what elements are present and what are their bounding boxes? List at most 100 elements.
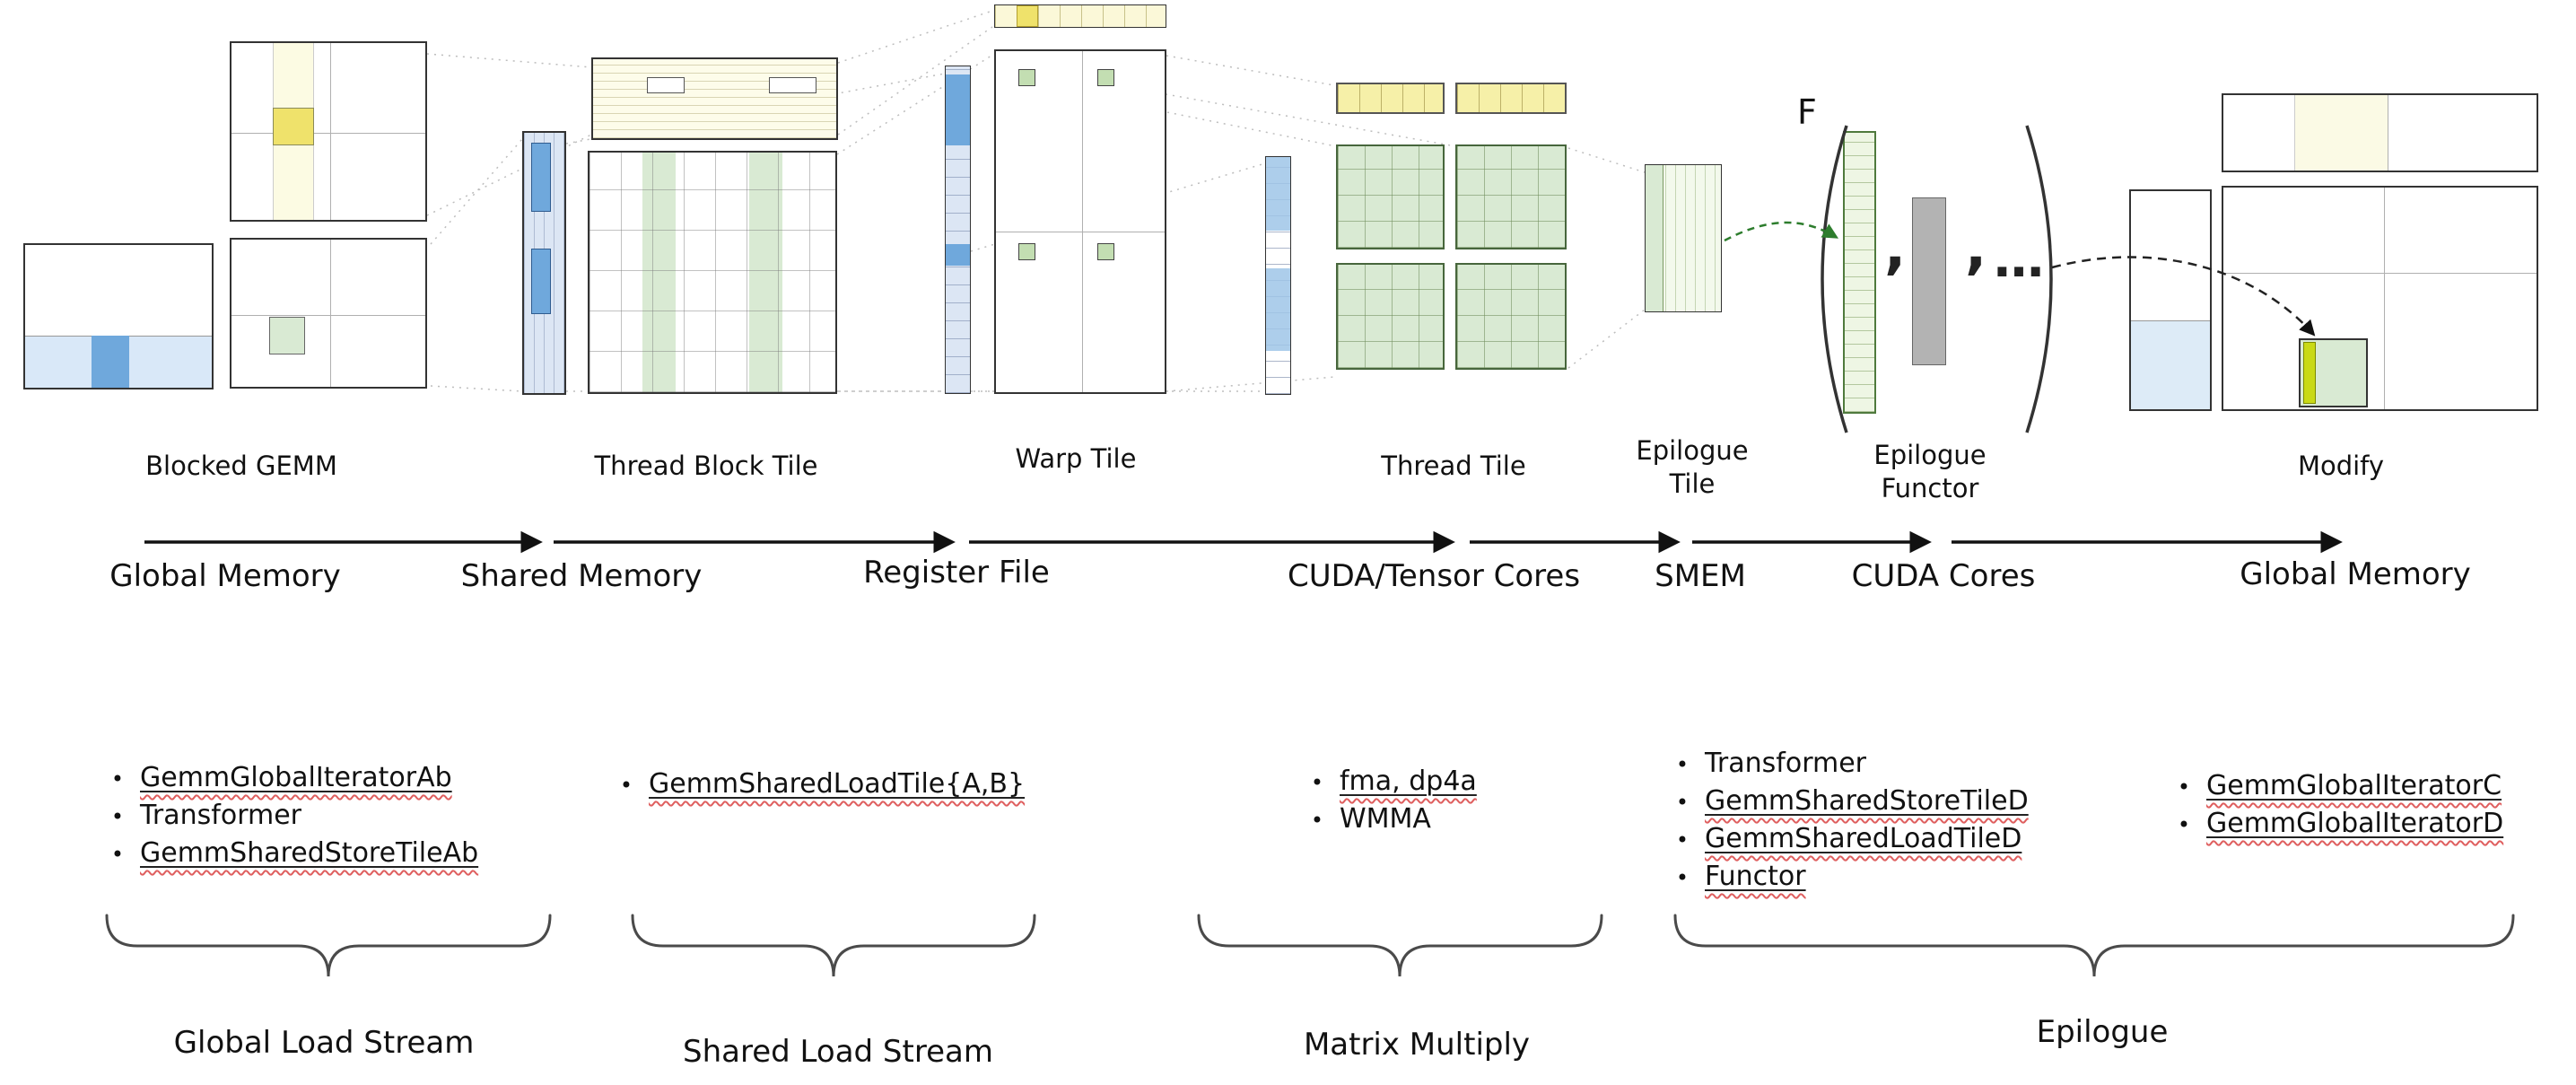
modify-written-sliver [2303, 342, 2316, 404]
matrix-a-active-cell [92, 336, 129, 388]
modify-matrix-a [2129, 189, 2212, 411]
thread-b-bar-1 [1336, 83, 1445, 114]
warp-a-strip [945, 66, 971, 394]
warp-accumulator-cell [1018, 243, 1035, 260]
modify-matrix-c [2222, 186, 2538, 411]
c-tile-column-highlight-1 [642, 153, 676, 392]
stage-label-epilogue-tile-1: Epilogue [1636, 435, 1749, 466]
bullet-icon: • [110, 766, 125, 792]
warp-a-cell-2 [946, 244, 970, 266]
list-item: • fma, dp4a [1305, 766, 1477, 803]
dotted-connector [1166, 55, 1335, 86]
list-item: • Transformer [106, 800, 478, 837]
bullet-icon: • [110, 842, 125, 867]
bullet-icon: • [1310, 808, 1324, 833]
list-global-load: • GemmGlobalIteratorAb • Transformer • G… [106, 762, 478, 875]
bullet-icon: • [2177, 812, 2191, 837]
bullet-icon: • [1310, 770, 1324, 795]
dotted-connector [430, 385, 523, 392]
functor-f-symbol: F [1797, 92, 1817, 132]
b-tile-cell-2 [769, 77, 816, 93]
epilogue-tile-rect [1645, 164, 1722, 312]
c-tile-column-highlight-2 [749, 153, 782, 392]
warp-b-bar [994, 4, 1166, 28]
group-label-epilogue: Epilogue [2036, 1014, 2169, 1050]
list-item: • GemmSharedLoadTileD [1671, 823, 2029, 861]
functor-ellipsis: … [1994, 231, 2048, 289]
thread-a-strip [1265, 156, 1291, 395]
group-label-shared-load-stream: Shared Load Stream [683, 1034, 993, 1070]
thread-b-bar-2 [1455, 83, 1567, 114]
thread-a-group-1 [1266, 157, 1290, 231]
stage-label-epilogue-tile-2: Tile [1669, 468, 1716, 499]
list-epilogue-global: • GemmGlobalIteratorC • GemmGlobalIterat… [2172, 770, 2503, 845]
functor-comma-2: , [1965, 215, 1987, 282]
threadblock-a-fragment [522, 131, 566, 395]
matrix-b-active-cell [273, 108, 314, 145]
list-item: • GemmGlobalIteratorC [2172, 770, 2503, 808]
bullet-icon: • [1675, 865, 1690, 890]
list-item: • GemmGlobalIteratorAb [106, 762, 478, 800]
memory-label-smem: SMEM [1655, 558, 1746, 594]
stage-label-thread-tile: Thread Tile [1381, 451, 1526, 481]
list-matrix-multiply: • fma, dp4a • WMMA [1305, 766, 1477, 841]
stage-label-blocked-gemm: Blocked GEMM [145, 451, 337, 481]
list-shared-load: • GemmSharedLoadTile{A,B} [615, 768, 1025, 806]
bullet-icon: • [1675, 752, 1690, 777]
dotted-connector [426, 134, 592, 216]
list-epilogue-main: • Transformer • GemmSharedStoreTileD • G… [1671, 748, 2029, 898]
matrix-c-active-tile [269, 317, 305, 354]
dotted-connector [430, 138, 523, 245]
dotted-connector [426, 53, 592, 68]
thread-accumulator-tile [1336, 263, 1445, 370]
thread-accumulator-tile [1336, 144, 1445, 249]
stage-label-epilogue-functor-2: Functor [1881, 473, 1979, 503]
brace-shared-load-stream [631, 914, 1036, 977]
warp-b-active-cell [1017, 5, 1038, 27]
list-item: • Functor [1671, 861, 2029, 898]
warp-c-tile [994, 49, 1166, 394]
brace-epilogue [1673, 914, 2515, 977]
warp-a-cell-1 [946, 74, 970, 145]
bullet-icon: • [110, 804, 125, 829]
epilogue-tile-to-functor-arrow [1724, 221, 1839, 242]
modify-a-row-highlight [2131, 320, 2210, 409]
functor-comma-1: , [1884, 215, 1907, 282]
bullet-icon: • [619, 773, 633, 798]
stage-label-epilogue-functor-1: Epilogue [1873, 440, 1987, 470]
warp-accumulator-cell [1097, 243, 1114, 260]
epilogue-tile-column-highlight [1646, 165, 1663, 311]
memory-label-global-2: Global Memory [2240, 556, 2471, 592]
brace-global-load-stream [105, 914, 552, 977]
functor-fragment-vector [1843, 131, 1876, 414]
list-item: • GemmSharedStoreTileD [1671, 785, 2029, 823]
thread-accumulator-tile [1455, 144, 1567, 249]
memory-label-shared: Shared Memory [460, 558, 703, 594]
memory-label-cuda-cores: CUDA Cores [1851, 558, 2036, 594]
stage-label-warp-tile: Warp Tile [1015, 443, 1137, 474]
list-item: • WMMA [1305, 803, 1477, 841]
warp-accumulator-cell [1018, 69, 1035, 86]
dotted-connector [1166, 376, 1335, 392]
bullet-icon: • [2177, 774, 2191, 800]
threadblock-b-tile [591, 57, 838, 140]
blocked-gemm-matrix-a [23, 243, 214, 389]
warp-accumulator-cell [1097, 69, 1114, 86]
list-item: • GemmGlobalIteratorD [2172, 808, 2503, 845]
list-item: • GemmSharedStoreTileAb [106, 837, 478, 875]
b-tile-cell-1 [647, 77, 685, 93]
dotted-connector [1567, 147, 1646, 173]
memory-label-cuda-tensor-cores: CUDA/Tensor Cores [1287, 558, 1581, 594]
thread-a-group-2 [1266, 268, 1290, 351]
stage-label-modify: Modify [2297, 451, 2385, 481]
blocked-gemm-matrix-c [230, 238, 427, 389]
list-item: • Transformer [1671, 748, 2029, 785]
threadblock-c-tile [588, 151, 837, 394]
blocked-gemm-matrix-b [230, 41, 427, 222]
dotted-connector [837, 10, 993, 64]
modify-b-column-highlight [2294, 95, 2388, 171]
memory-label-global-1: Global Memory [109, 558, 341, 594]
list-item: • GemmSharedLoadTile{A,B} [615, 768, 1025, 806]
group-label-global-load-stream: Global Load Stream [173, 1025, 475, 1061]
modify-matrix-b [2222, 93, 2538, 172]
